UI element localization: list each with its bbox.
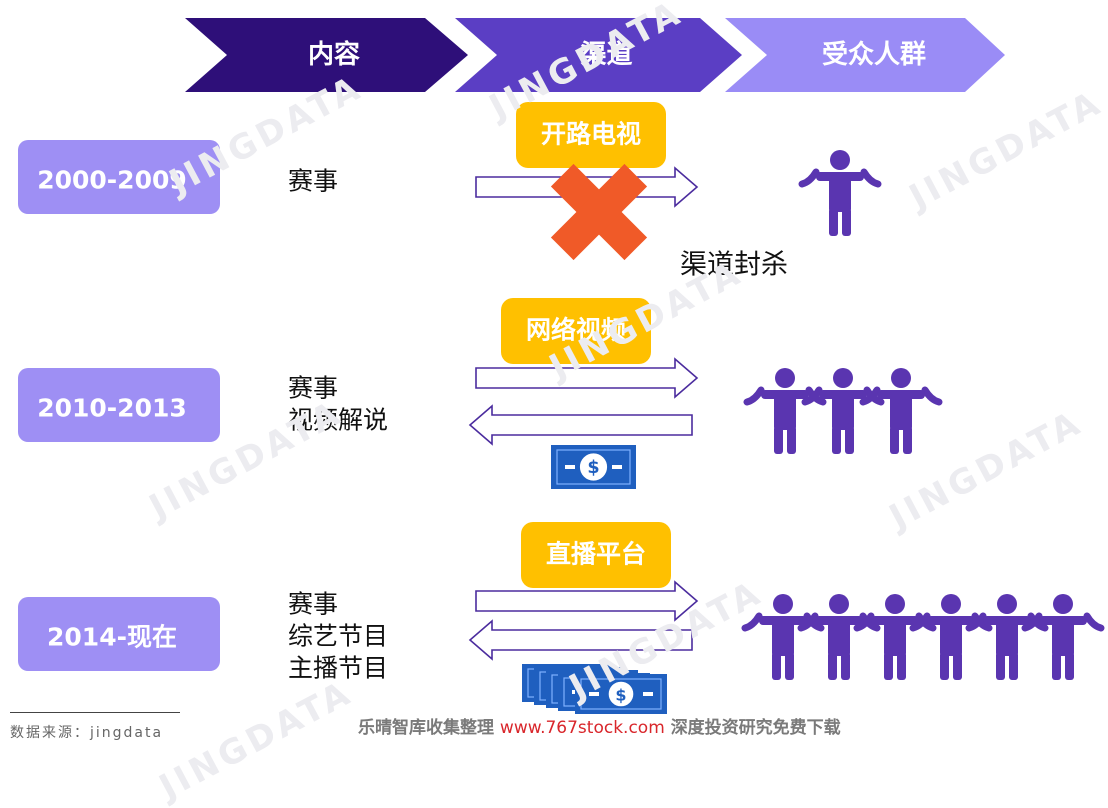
period-label: 2010-2013 [37,394,187,423]
money-icon: $ [551,445,636,489]
channel-badge [516,102,666,168]
header-chevrons: 内容 渠道 受众人群 [185,18,1005,92]
blocked-cross-icon [550,163,648,261]
header-stage-label: 受众人群 [822,39,926,70]
person-icon [965,594,1049,680]
channel-label: 网络视频 [526,316,626,345]
distribution-arrow [475,580,699,622]
header-chevron [725,18,1005,92]
header-chevron [455,18,742,92]
content-item: 赛事 [288,590,338,619]
person-icon [859,368,943,454]
footer-url[interactable]: www.767stock.com [499,718,665,738]
channel-label: 开路电视 [541,120,641,149]
content-item: 赛事 [288,374,338,403]
period-label: 2014-现在 [47,623,177,652]
person-icon [741,594,825,680]
person-icon [853,594,937,680]
header-stage-label: 渠道 [580,39,632,70]
footer-note: 乐晴智库收集整理 www.767stock.com 深度投资研究免费下载 [358,713,841,738]
period-box [18,140,220,214]
person-icon [798,150,882,236]
distribution-arrow [475,357,699,399]
content-item: 主播节目 [288,654,388,683]
source-note: 数据来源：jingdata [10,725,164,741]
footer-suffix: 深度投资研究免费下载 [670,718,841,738]
revenue-arrow [468,404,693,446]
money-icon: $ [575,674,667,714]
blocked-label: 渠道封杀 [680,250,788,281]
revenue-arrow [468,619,693,661]
person-icon [1021,594,1105,680]
period-box [18,368,220,442]
channel-label: 直播平台 [546,540,646,569]
person-icon [797,594,881,680]
dollar-sign: $ [587,458,599,478]
source-divider [10,712,180,713]
person-icon [909,594,993,680]
person-icon [743,368,827,454]
footer-prefix: 乐晴智库收集整理 [358,718,494,738]
channel-badge [501,298,651,364]
header-stage-label: 内容 [308,39,360,70]
dollar-sign: $ [615,686,626,705]
channel-badge [521,522,671,588]
header-chevron [185,18,468,92]
content-item: 综艺节目 [288,622,388,651]
person-icon [801,368,885,454]
content-item: 视频解说 [288,406,388,435]
period-label: 2000-2009 [37,166,187,195]
period-box [18,597,220,671]
content-item: 赛事 [288,167,338,196]
